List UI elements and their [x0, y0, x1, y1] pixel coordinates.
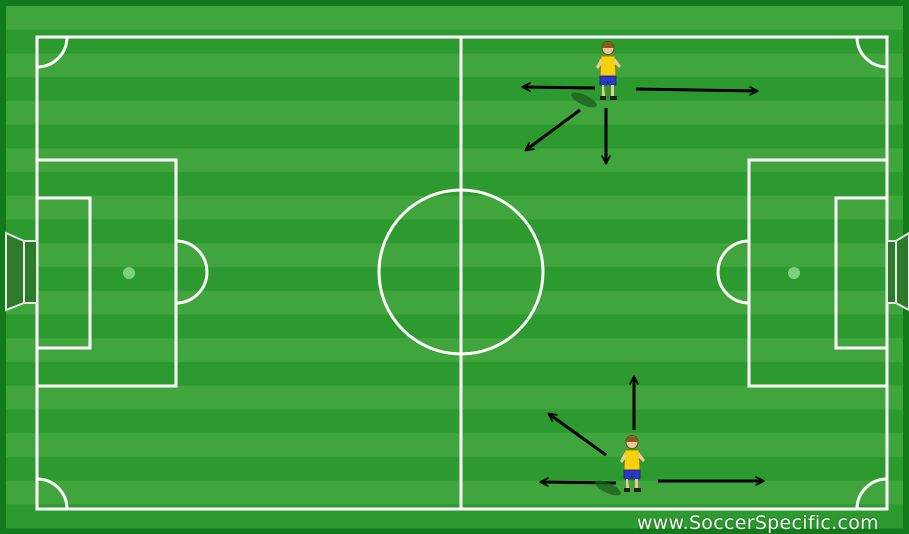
grass-stripe	[6, 338, 903, 362]
grass-stripe	[6, 433, 903, 457]
grass-stripe	[6, 220, 903, 244]
grass-stripe	[6, 172, 903, 196]
grass-stripe	[6, 267, 903, 291]
grass-stripe	[6, 53, 903, 77]
grass-stripe	[6, 481, 903, 505]
watermark-text: www.SoccerSpecific.com	[637, 512, 879, 534]
grass-stripe	[6, 314, 903, 338]
grass-stripe	[6, 291, 903, 315]
right-penalty-spot	[788, 267, 800, 279]
grass-stripe	[6, 77, 903, 101]
grass-stripe	[6, 243, 903, 267]
grass-stripe	[6, 457, 903, 481]
grass-stripe	[6, 6, 903, 30]
right-goal	[887, 233, 909, 310]
grass-stripes	[6, 6, 903, 529]
grass-stripe	[6, 101, 903, 125]
grass-stripe	[6, 196, 903, 220]
grass-stripe	[6, 30, 903, 54]
left-penalty-spot	[123, 267, 135, 279]
grass-stripe	[6, 125, 903, 149]
arrow-left	[523, 87, 595, 88]
grass-stripe	[6, 362, 903, 386]
left-goal	[6, 233, 37, 310]
grass-stripe	[6, 386, 903, 410]
grass-stripe	[6, 409, 903, 433]
arrow-right	[636, 89, 757, 91]
